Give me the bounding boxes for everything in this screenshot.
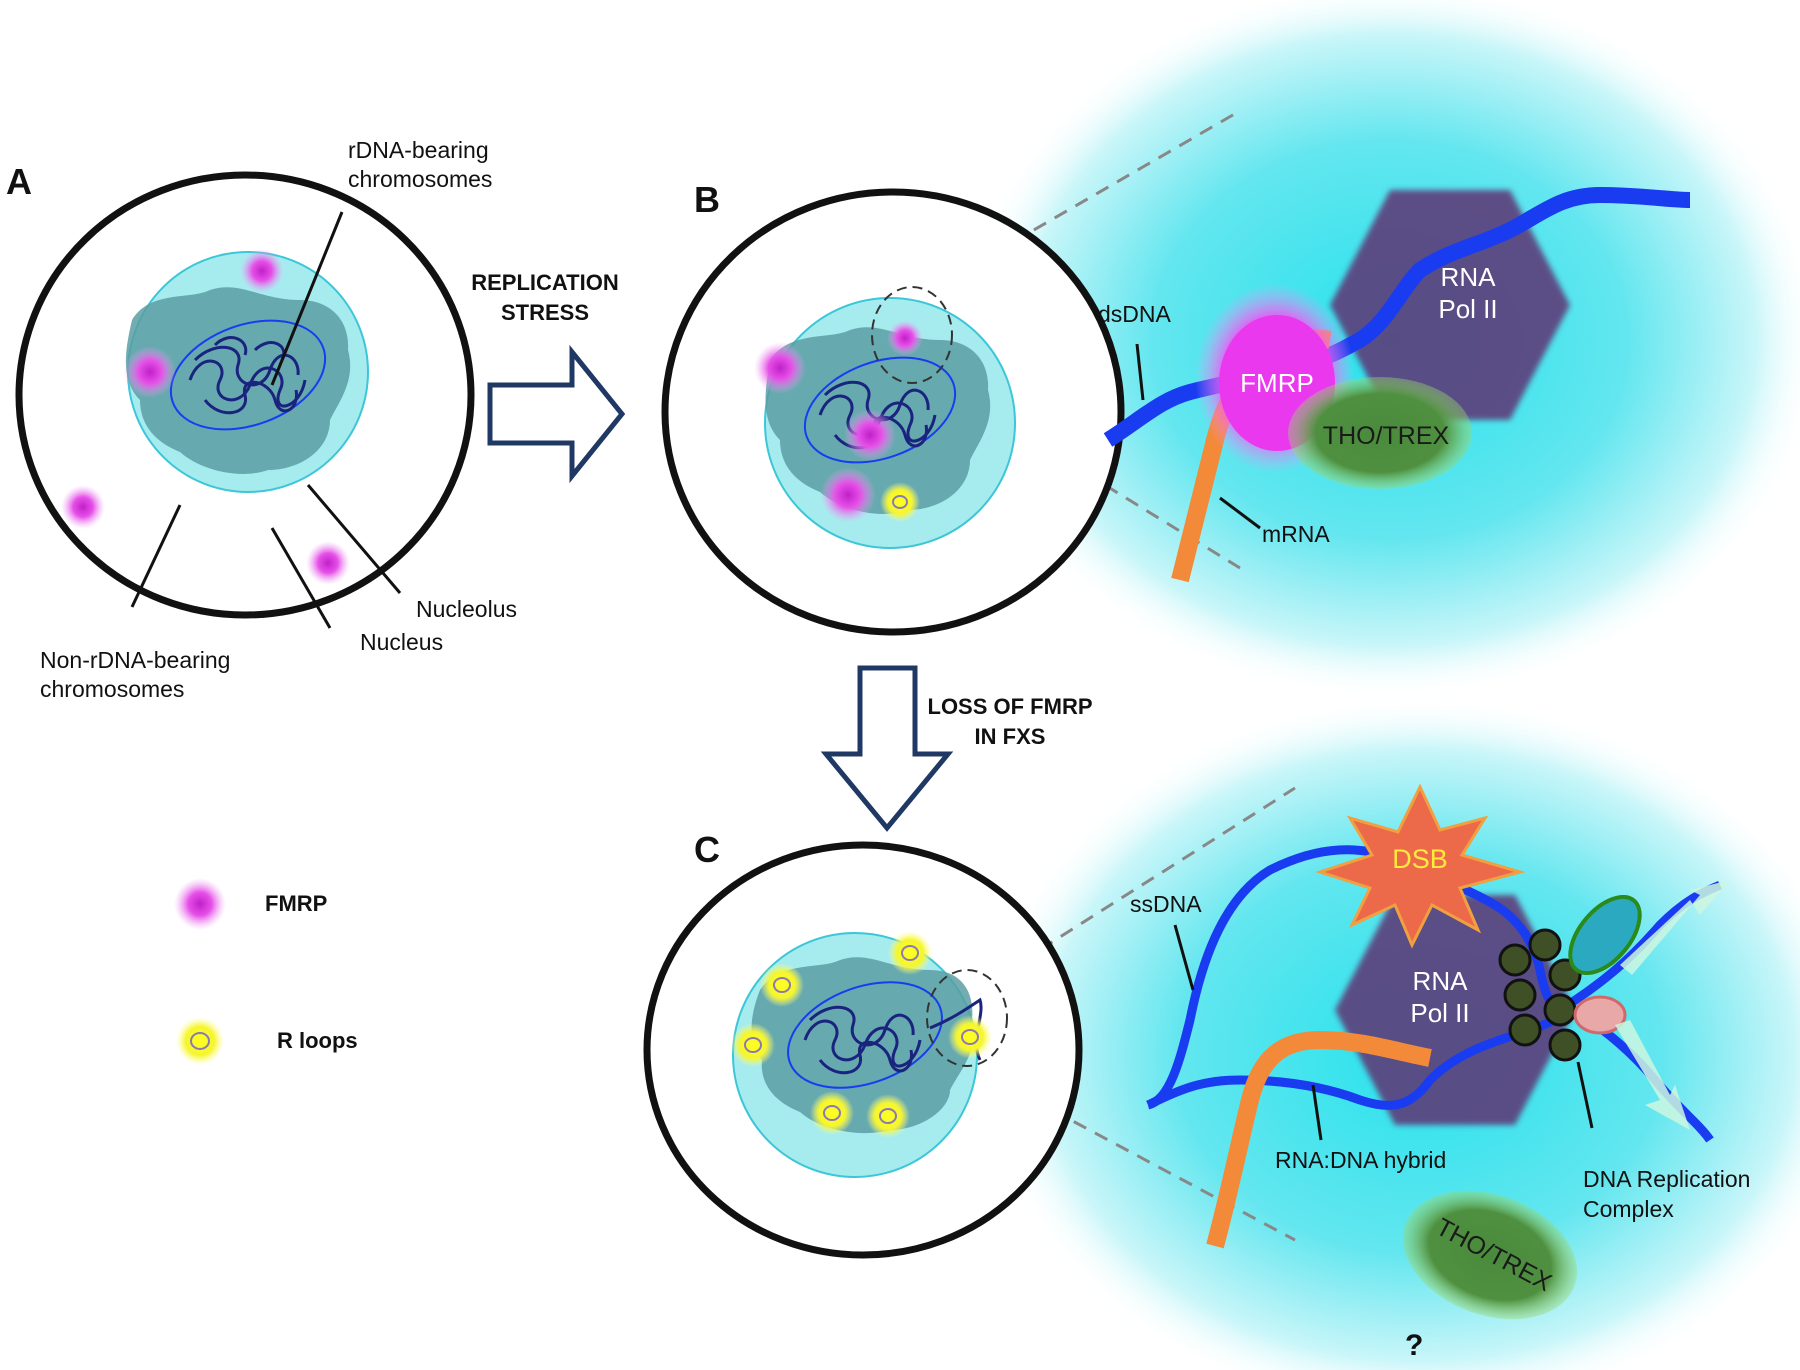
rdna-label-line1: rDNA-bearing xyxy=(348,137,489,163)
panel-b-pol2-line1: RNA xyxy=(1441,262,1497,292)
panel-c-letter: C xyxy=(694,829,720,870)
replication-complex-pointer xyxy=(1576,1061,1594,1129)
panel-a-rdna-ellipse xyxy=(169,319,327,431)
panel-b-rdna-ellipse xyxy=(803,356,957,464)
ssdna-pointer xyxy=(1173,924,1195,991)
mrna-label: mRNA xyxy=(1262,521,1330,547)
panel-c-fork-arrow-top xyxy=(1620,880,1730,975)
panel-c-dsb-burst xyxy=(1315,783,1526,949)
panel-c-mrna-strand xyxy=(1206,1030,1432,1249)
ssdna-label: ssDNA xyxy=(1130,891,1202,917)
non-rdna-label-line1: Non-rDNA-bearing xyxy=(40,647,230,673)
panel-b-cell xyxy=(661,188,1125,636)
panel-b-rloop-glow xyxy=(880,482,920,522)
panel-a-cell xyxy=(15,171,475,619)
replication-complex-line1: DNA Replication xyxy=(1583,1166,1750,1192)
hybrid-pointer xyxy=(1311,1084,1323,1141)
legend-fmrp-swatch xyxy=(174,878,226,930)
panel-c-dsb-label: DSB xyxy=(1392,844,1448,874)
panel-c-pol2-line1: RNA xyxy=(1413,966,1469,996)
legend-fmrp-label: FMRP xyxy=(265,891,327,916)
panel-a-letter: A xyxy=(6,161,32,202)
panel-a-fmrp-dot-3 xyxy=(61,485,105,529)
panel-b-rloop-core xyxy=(892,495,908,509)
legend-rloop-swatch xyxy=(176,1017,224,1065)
panel-b-fmrp-dot-1 xyxy=(754,342,806,394)
panel-b-pol2-line2: Pol II xyxy=(1438,294,1497,324)
loss-fmrp-line1: LOSS OF FMRP xyxy=(928,694,1093,719)
nucleus-label: Nucleus xyxy=(360,629,443,655)
panel-c-pol2-line2: Pol II xyxy=(1410,998,1469,1028)
panel-c-question-mark: ? xyxy=(1405,1329,1423,1362)
replication-stress-line1: REPLICATION xyxy=(471,270,618,295)
panel-c-polymerase-top xyxy=(1568,894,1642,976)
panel-c-rloops xyxy=(731,931,992,1138)
panel-a-fmrp-dot-4 xyxy=(306,541,350,585)
panel-b-fmrp-dot-3 xyxy=(844,409,896,461)
panel-b-zoom-circle xyxy=(871,286,953,384)
panel-c-rdna-chromosomes xyxy=(803,997,983,1075)
replication-complex-line2: Complex xyxy=(1583,1196,1674,1222)
panel-b-letter: B xyxy=(694,179,720,220)
panel-a-fmrp-dot-2 xyxy=(124,346,176,398)
panel-b-fmrp-dot-4 xyxy=(820,467,876,523)
legend-rloop-core xyxy=(190,1032,210,1050)
panel-c-zoom-circle xyxy=(926,969,1008,1067)
panel-c-cell xyxy=(643,841,1083,1259)
dsdna-label: dsDNA xyxy=(1098,301,1172,327)
legend-rloops-label: R loops xyxy=(277,1028,358,1053)
panel-a-callouts xyxy=(130,211,402,629)
loss-fmrp-arrow xyxy=(820,665,954,832)
panel-b-tho-trex-label: THO/TREX xyxy=(1323,422,1450,450)
panel-c-fork-arrow-bottom xyxy=(1615,1020,1690,1130)
panel-c-rdna-ellipse xyxy=(787,981,943,1089)
rna-dna-hybrid-label: RNA:DNA hybrid xyxy=(1275,1147,1446,1173)
non-rdna-label-line2: chromosomes xyxy=(40,676,184,702)
panel-c-replication-complex xyxy=(1498,928,1582,1062)
legend: FMRP R loops xyxy=(174,878,358,1065)
panel-c-tho-trex xyxy=(1402,1190,1578,1320)
dsdna-pointer xyxy=(1135,343,1145,401)
panel-b-fmrp-dot-2 xyxy=(887,320,923,356)
loss-fmrp-line2: IN FXS xyxy=(975,724,1046,749)
panel-b-rna-pol2 xyxy=(1330,190,1570,420)
panel-b-tho-trex xyxy=(1288,377,1472,489)
panel-a-fmrp-dot-1 xyxy=(240,249,284,293)
rdna-label-line2: chromosomes xyxy=(348,166,492,192)
mrna-pointer xyxy=(1219,496,1261,530)
nucleolus-label: Nucleolus xyxy=(416,596,517,622)
replication-stress-line2: STRESS xyxy=(501,300,589,325)
panel-c-polymerase-bottom xyxy=(1573,995,1627,1035)
panel-b-fmrp-label: FMRP xyxy=(1240,368,1314,398)
replication-stress-arrow xyxy=(487,344,626,484)
